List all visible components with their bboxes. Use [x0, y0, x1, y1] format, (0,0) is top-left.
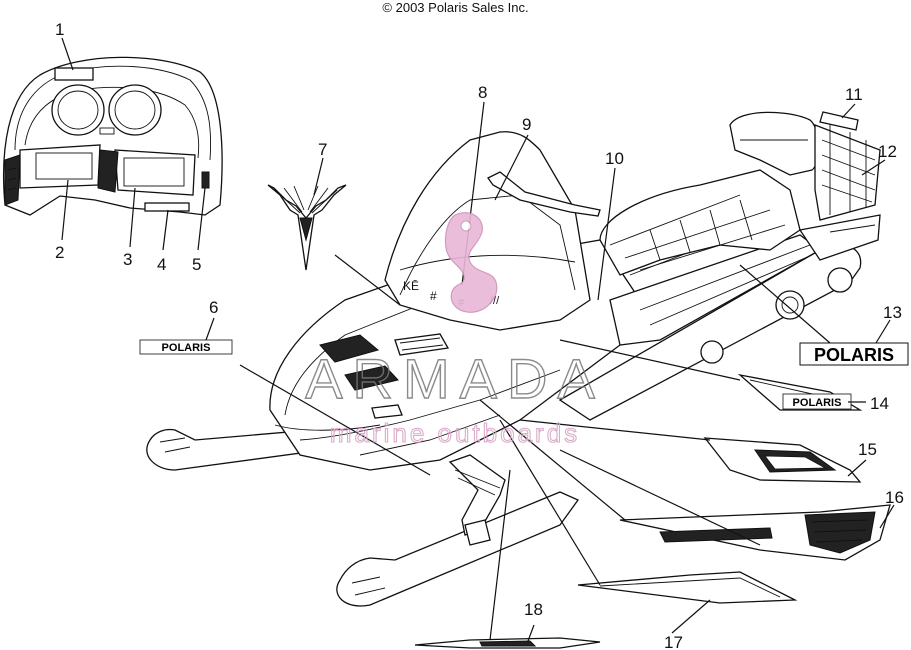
callout-2: 2: [55, 243, 64, 262]
decal-18: [414, 637, 601, 649]
polaris-small-decal-text: POLARIS: [162, 342, 211, 354]
callout-16: 16: [885, 488, 904, 507]
svg-text:///: ///: [490, 295, 500, 307]
polaris-14-decal-text: POLARIS: [793, 397, 842, 409]
callout-numbers: 1 2 3 4 5 6 7 8 9 10 11 12 13 14 15 16 1…: [55, 20, 904, 650]
decal-11: [819, 111, 859, 131]
svg-text:ΚĒ: ΚĒ: [403, 279, 419, 293]
dashboard-console: [3, 56, 223, 216]
callout-9: 9: [522, 115, 531, 134]
decal-6: POLARIS: [139, 339, 233, 355]
callout-12: 12: [878, 142, 897, 161]
leader-lines: [61, 37, 895, 642]
svg-text:#: #: [430, 289, 437, 303]
callout-15: 15: [858, 440, 877, 459]
decal-17: [577, 571, 798, 604]
decal-14: POLARIS: [737, 373, 863, 411]
callout-14: 14: [870, 394, 889, 413]
callout-13: 13: [883, 303, 902, 322]
callout-8: 8: [478, 83, 487, 102]
callout-18: 18: [524, 600, 543, 619]
watermark-tagline: marine outboards: [330, 418, 580, 448]
callout-6: 6: [209, 298, 218, 317]
decal-13: POLARIS: [799, 342, 909, 366]
decal-16: [619, 504, 891, 561]
decal-15: [703, 437, 862, 483]
callout-11: 11: [845, 85, 863, 104]
emblem-decal: [267, 184, 347, 271]
snowmobile-body: ΚĒ # # ///: [146, 111, 881, 607]
callout-1: 1: [55, 20, 64, 39]
callout-4: 4: [157, 255, 166, 274]
watermark: ARMADA marine outboards: [305, 212, 605, 449]
polaris-large-decal-text: POLARIS: [814, 345, 894, 365]
callout-10: 10: [605, 149, 624, 168]
callout-5: 5: [192, 255, 201, 274]
watermark-brand: ARMADA: [305, 347, 605, 410]
seahorse-logo-icon: [444, 212, 498, 313]
callout-3: 3: [123, 250, 132, 269]
callout-7: 7: [318, 140, 327, 159]
callout-17: 17: [664, 633, 683, 650]
copyright-text: © 2003 Polaris Sales Inc.: [382, 0, 529, 15]
